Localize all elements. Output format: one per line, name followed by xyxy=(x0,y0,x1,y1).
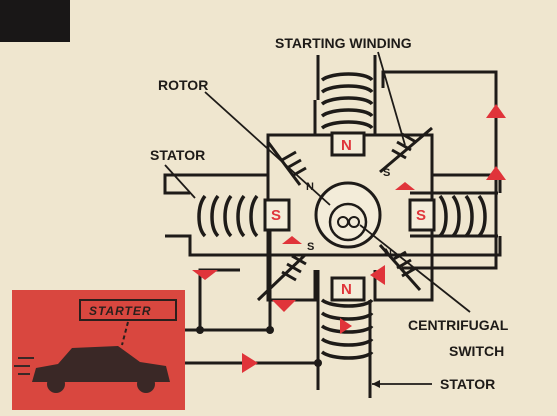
pole-right-s: S xyxy=(416,207,426,224)
pole-bottom-n: N xyxy=(341,281,352,298)
pole-top-n: N xyxy=(341,137,352,154)
current-arrows xyxy=(192,104,506,373)
pole-left-s: S xyxy=(271,207,281,224)
coil-bottom xyxy=(320,298,374,360)
pole-shoes xyxy=(263,131,436,302)
rotor xyxy=(314,181,382,249)
pole-lr-n: N xyxy=(384,247,392,259)
coil-right xyxy=(438,194,487,238)
pole-ll-s: S xyxy=(307,241,314,253)
label-rotor: ROTOR xyxy=(158,77,208,93)
label-starting-winding: STARTING WINDING xyxy=(275,35,412,51)
label-centrifugal: CENTRIFUGAL xyxy=(408,317,509,333)
diag-coil-ur xyxy=(379,126,433,174)
diag-coil-ll xyxy=(256,253,307,302)
leader-lines xyxy=(164,51,471,385)
pole-ur-s: S xyxy=(383,167,390,179)
coil-left xyxy=(197,194,259,238)
stator-pointer xyxy=(372,380,380,388)
starter-box: STARTER xyxy=(12,290,185,410)
label-stator-left: STATOR xyxy=(150,147,205,163)
label-switch: SWITCH xyxy=(449,343,504,359)
starter-label: STARTER xyxy=(89,304,152,318)
black-block xyxy=(0,0,70,42)
label-stator-bottom: STATOR xyxy=(440,376,495,392)
coil-top xyxy=(320,72,374,130)
car-icon xyxy=(32,346,170,382)
junctions xyxy=(196,326,322,367)
